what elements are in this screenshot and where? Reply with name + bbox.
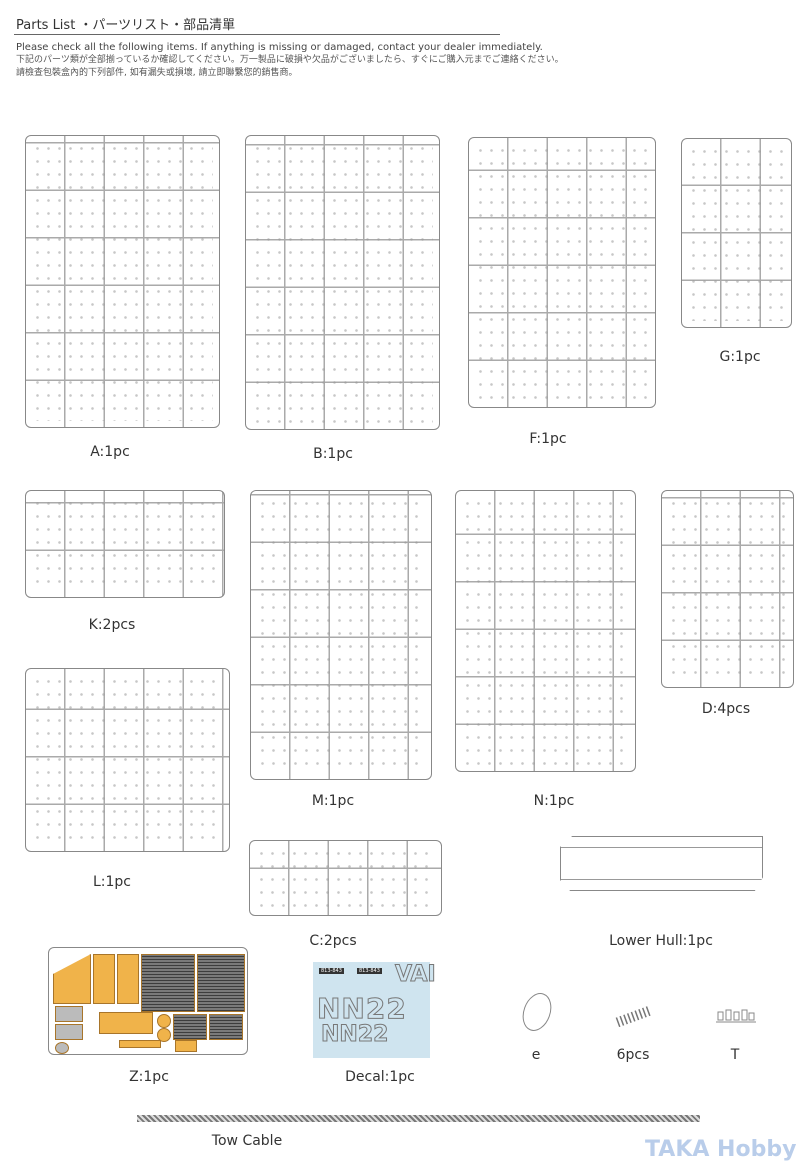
tow-cable-label: Tow Cable xyxy=(211,1133,283,1149)
decal-label: Decal:1pc xyxy=(345,1069,415,1085)
lower-hull-part xyxy=(560,836,763,891)
sprue-f xyxy=(468,137,656,408)
sprue-m xyxy=(250,490,432,780)
tow-cable xyxy=(137,1115,700,1122)
sprue-n xyxy=(455,490,636,772)
sprue-a-label: A:1pc xyxy=(90,444,130,460)
sprue-b xyxy=(245,135,440,430)
page-title: Parts List ・パーツリスト・部品清單 xyxy=(16,18,236,33)
part-t xyxy=(716,1009,756,1023)
sprue-l-label: L:1pc xyxy=(92,874,132,890)
sprue-n-label: N:1pc xyxy=(533,793,575,809)
decal-code: 813-843 xyxy=(357,968,382,974)
clear-part-e xyxy=(522,993,552,1031)
title-divider xyxy=(14,34,500,35)
sprue-k-label: K:2pcs xyxy=(88,617,136,633)
sprue-c-label: C:2pcs xyxy=(309,933,357,949)
sprue-c xyxy=(249,840,442,916)
sprue-d xyxy=(661,490,794,688)
instruction-en: Please check all the following items. If… xyxy=(16,42,543,53)
sprue-m-label: M:1pc xyxy=(311,793,355,809)
spring-part xyxy=(615,1006,651,1027)
lower-hull-label: Lower Hull:1pc xyxy=(609,933,713,949)
decal-number-small: NN22 xyxy=(320,1022,389,1048)
decal-sheet: 813-843 813-843 VAI NN22 NN22 xyxy=(313,962,436,1058)
sprue-a xyxy=(25,135,220,428)
instructions: Please check all the following items. If… xyxy=(16,41,564,80)
watermark: TAKA Hobby xyxy=(645,1137,797,1162)
sprue-d-label: D:4pcs xyxy=(701,701,751,717)
part-t-label: T xyxy=(730,1047,740,1063)
sprue-l xyxy=(25,668,230,852)
sprue-f-label: F:1pc xyxy=(529,431,567,447)
sprue-g-label: G:1pc xyxy=(719,349,761,365)
decal-code: 813-843 xyxy=(319,968,344,974)
photo-etch-label: Z:1pc xyxy=(129,1069,169,1085)
decal-mark: VAI xyxy=(395,962,437,988)
part-e-label: e xyxy=(531,1047,541,1063)
sprue-b-label: B:1pc xyxy=(313,446,353,462)
instruction-zh: 請檢查包裝盒內的下列部件, 如有漏失或損壞, 請立即聯繫您的銷售商。 xyxy=(16,68,298,78)
sprue-g xyxy=(681,138,792,328)
sprue-k xyxy=(25,490,225,598)
decal-number-large: NN22 xyxy=(317,992,407,1026)
photo-etch-fret-z xyxy=(48,947,248,1055)
spring-label: 6pcs xyxy=(616,1047,650,1063)
instruction-ja: 下記のパーツ類が全部揃っているか確認してください。万一製品に破損や欠品がございま… xyxy=(16,55,564,65)
